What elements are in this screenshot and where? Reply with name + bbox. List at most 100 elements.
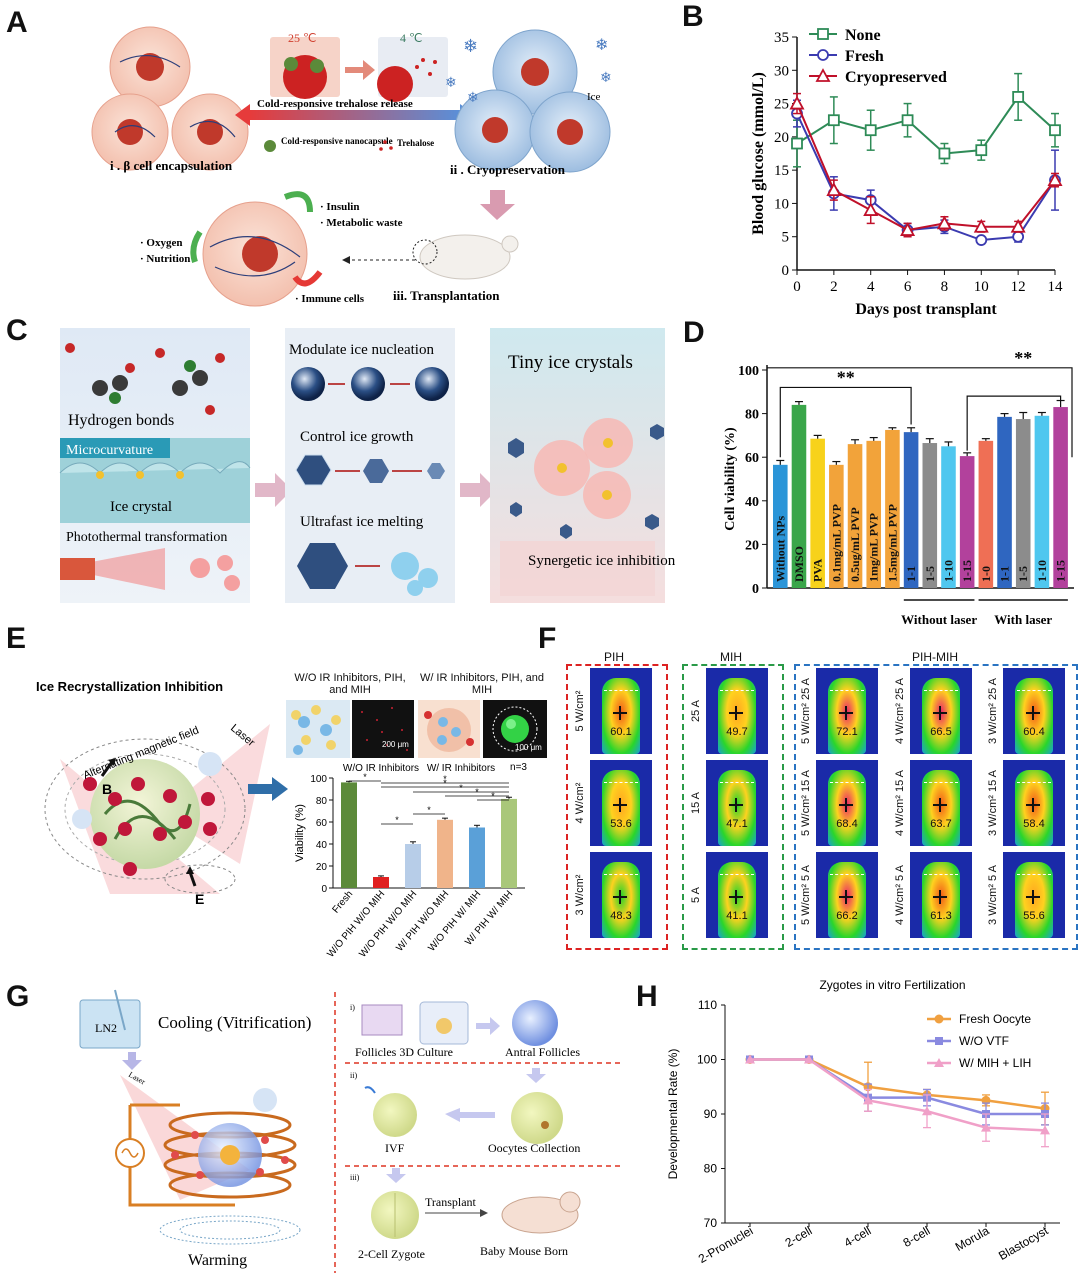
significance-label: * [443,774,447,784]
bar-label: 1-15 [1054,560,1068,582]
temp-warm: 25 ℃ [288,31,316,45]
y-tick-label: 0 [752,582,759,597]
series-line [796,95,1056,155]
thermal-value: 61.3 [930,910,952,922]
x-tick-label: 8-cell [901,1223,933,1249]
thermal-value: 68.4 [836,818,858,830]
legend-label: None [845,27,881,44]
thermal-image: 49.7 [706,668,768,754]
step3-label: iii. Transplantation [393,288,500,303]
bar-label: PVA [811,559,825,582]
thermal-image: 66.5 [910,668,972,754]
bar [1053,407,1068,588]
thermal-condition-label: 4 W/cm² 15 A [894,769,906,837]
data-point [938,147,951,160]
antral-follicle-icon [512,1000,558,1046]
data-point [863,1095,873,1105]
thermal-image: 63.7 [910,760,972,846]
series-line [750,1058,1046,1132]
bar [885,429,900,588]
legend-marker [935,1037,943,1045]
snowflake-icon: ❄ [463,36,478,56]
data-point [922,1106,932,1116]
legend-nanocapsule: Cold-responsive nanocapsule [281,136,393,146]
bar-label: 1-1 [998,566,1012,582]
transplant-label: Transplant [425,1195,477,1209]
bar [959,456,975,588]
chart-title: Zygotes in vitro Fertilization [819,978,965,992]
temp-cold: 4 ℃ [400,31,422,45]
y-tick-label: 80 [745,408,759,423]
y-tick-label: 90 [704,1107,718,1121]
thermal-condition-label: 4 W/cm² [574,782,586,824]
thermal-value: 48.3 [610,910,632,922]
panel-g-illustration: LN2 Cooling (Vitrification) Laser Warmin… [40,989,640,1275]
thermal-value: 58.4 [1023,818,1045,830]
group-label: Without laser [901,612,977,627]
bar-label: 1-5 [1016,566,1030,582]
data-point [1010,218,1026,233]
fluorescence-image-wo: 200 μm [352,700,414,758]
data-point [826,182,842,197]
y-tick-label: 0 [321,884,327,895]
x-axis-label: Days post transplant [855,301,997,318]
trehalose-icon [383,140,387,144]
svg-text:❄: ❄ [600,71,612,86]
legend-marker [815,68,831,82]
wo-header: W/O IR Inhibitors, PIH, and MIH [294,672,406,696]
data-point [789,95,805,110]
y-tick-label: 100 [310,774,327,785]
panel-label-f: F [538,622,557,655]
data-point [1047,172,1063,187]
series-cryopreserved: Cryopreserved [789,68,1063,238]
bar [341,782,357,888]
warming-label: Warming [188,1252,247,1269]
thermal-condition-label: 5 W/cm² 25 A [800,677,812,745]
bar [829,464,844,588]
y-tick-label: 40 [316,840,328,851]
significance-label: ** [837,367,855,387]
thermal-condition-label: 5 W/cm² 5 A [800,865,812,925]
arrow-label: Cold-responsive trehalose release [257,98,413,110]
molecule-icon [65,343,225,415]
bar [847,444,863,588]
bar-label: 1-15 [960,560,974,582]
thermal-value: 66.5 [930,726,952,738]
significance-label: * [443,778,447,788]
thermal-value: 47.1 [726,818,748,830]
b-vector: B [102,781,112,797]
bar [866,440,882,588]
w-header: W/ IR Inhibitors, PIH, and MIH [419,672,545,696]
bar-label: 1.5mg/mL PVP [885,504,899,582]
mouse-icon [419,234,511,280]
cryopreserved-capsules: ❄ ❄ ❄ ❄ ❄ [445,29,612,173]
significance-label: ** [1014,348,1032,368]
significance-label: * [491,791,495,801]
thermal-value: 60.4 [1023,726,1045,738]
bar [773,464,788,588]
follicle-vitrification-diagram: LN2 Cooling (Vitrification) Laser Warmin… [79,989,620,1273]
legend-marker [817,28,829,40]
data-point [1049,124,1061,137]
n-label: n=3 [510,762,527,773]
bar [1034,415,1050,588]
bar [437,819,453,888]
bar-label: Without NPs [773,516,787,582]
ivf-icon [373,1093,417,1137]
nanocapsule-icon [264,140,276,152]
panel-label-h: H [636,980,658,1013]
thermal-value: 72.1 [836,726,858,738]
y-tick-label: 25 [774,97,789,113]
bar-label: DMSO [792,546,806,582]
panel-e-headers: W/O IR Inhibitors, PIH, and MIH W/ IR In… [285,672,555,697]
tiny-crystals-label: Tiny ice crystals [508,352,633,373]
significance-label: * [363,772,367,782]
mih-group [682,664,784,950]
irinhib-title: Ice Recrystallization Inhibition [36,679,223,694]
synergetic-label: Synergetic ice inhibition [528,553,676,569]
bar [978,440,994,588]
y-tick-label: 110 [698,998,717,1012]
ice-label: Ice [587,91,601,103]
x-tick-label: 2 [830,279,838,295]
